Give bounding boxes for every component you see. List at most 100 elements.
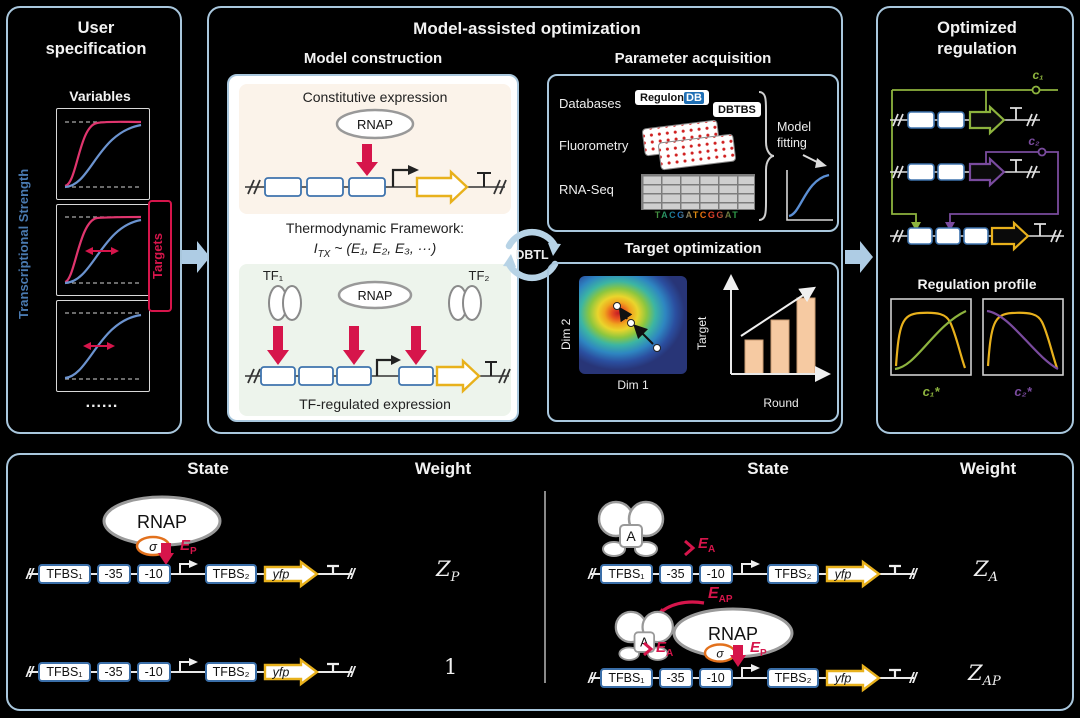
eap-energy-label: EAP [708,585,733,606]
ea-energy-label: EA [698,535,716,555]
activator-protein-icon: A [597,500,665,557]
consolidation-brace-icon [758,91,775,221]
dna-element-box [264,177,302,197]
round-bar [796,297,816,375]
promoter-arrow-icon [375,358,393,376]
constitutive-expression-box: Constitutive expression RNAP [239,84,511,214]
dna-construct-activator-polymerase-state: // TFBS₁ -35 -10 TFBS₂ yfp // [588,663,917,693]
binding-arrow-icon [356,144,378,176]
terminator-icon [327,662,340,672]
c1-node [1031,85,1041,95]
flow-arrow-left-to-middle-icon [182,241,210,273]
targets-box: Targets [148,200,172,312]
state-header-right: State [747,459,789,478]
dna-construct-activator-state: // TFBS₁ -35 -10 TFBS₂ yfp // [588,559,917,589]
weight-za: ZA [974,557,998,586]
fluorometry-label: Fluorometry [559,138,629,153]
terminator-icon [889,668,902,678]
rnap-ellipse: RNAP [335,108,415,140]
optimized-circuit-diagram: c₁ c₂ [890,68,1064,252]
dna-break-icon: // [347,565,354,583]
regulation-profile-plot-1 [890,298,972,376]
terminator-icon [327,564,340,574]
binding-arrow-icon [405,326,427,365]
svg-text:yfp: yfp [834,672,852,686]
green-response-curve [894,310,967,371]
yellow-response-curve [986,311,1059,369]
weight-header-left: Weight [414,459,472,478]
red-curve [64,120,142,188]
targets-label: Targets [150,233,165,279]
round-axis-label: Round [763,396,799,410]
dna-element-box [306,177,344,197]
thermo-framework-title: Thermodynamic Framework: [285,220,465,236]
user-spec-title: User specification [45,19,147,58]
tf1-label: TF₁ [262,268,284,283]
panel-states-weights: State Weight State Weight RNAP σ EP // T… [6,453,1074,711]
minus35-box: -35 [96,661,131,683]
terminator-icon [485,361,497,376]
promoter-arrow-icon [740,560,760,574]
target-optimization-label: Target optimization [624,240,762,257]
tfbs1-box: TFBS₁ [600,563,653,585]
output-gene-arrow-icon [990,220,1030,252]
binding-arrow-icon [730,645,746,667]
ea-energy-label: EA [656,639,674,659]
dna-element-box [348,177,386,197]
green-feedback-wire [891,89,1058,222]
weight-zp: ZP [436,557,460,586]
blue-sigmoid-curve [64,313,142,380]
target-progress-bar-chart [723,274,831,382]
sequence-letters: TACGATCGGAT [641,210,753,220]
variable-graph-3 [56,300,150,392]
svg-text:σ: σ [716,647,724,661]
purple-response-curve [986,309,1059,370]
rnap-label: RNAP [358,289,393,303]
dna-construct-free-state: // TFBS₁ -35 -10 TFBS₂ yfp // [26,657,355,687]
panel-optimized-regulation: Optimized regulation c₁ c₂ [876,6,1074,434]
panel-model-assisted-optimization: Model-assisted optimization Model constr… [207,6,843,434]
c2-label: c₂ [1028,134,1040,148]
fitting-arrow-icon [802,154,827,168]
more-variables-ellipsis: ...... [85,394,119,411]
middle-title: Model-assisted optimization [413,19,641,38]
c1-optimum-label: c₁* [922,384,940,399]
binding-energy-chevron-icon [643,641,654,657]
yfp-gene-arrow-icon: yfp [826,663,882,693]
dna-element-box [298,366,334,386]
transcriptional-strength-axis-label: Transcriptional Strength [16,168,31,320]
tfbs1-box: TFBS₁ [38,563,91,585]
regulation-profile-plot-2 [982,298,1064,376]
dna-element-box [398,366,434,386]
dbtbs-logo: DBTBS [713,102,761,117]
svg-text:RNAP: RNAP [708,624,758,644]
variable-graph-2 [56,204,150,296]
dna-break-icon [493,179,507,195]
dim1-axis-label: Dim 1 [617,378,649,392]
binding-arrow-icon [158,543,174,565]
blue-sigmoid-curve [64,123,142,189]
promoter-arrow-icon [740,664,760,678]
dna-break-icon: // [588,669,595,687]
optimum-point [613,302,621,310]
regulation-profile-label: Regulation profile [917,276,1037,292]
terminator-icon [1010,159,1022,172]
minus35-box: -35 [96,563,131,585]
panel-user-specification: User specification Variables Transcripti… [6,6,182,434]
improvement-arrow [740,286,817,337]
thermo-framework-formula: ITX ~ (E₁, E₂, E₃, ···) [313,240,437,260]
dna-break-icon [247,179,261,195]
target-axis-label: Target [695,316,709,350]
weight-header-right: Weight [959,459,1017,478]
svg-text:yfp: yfp [272,666,290,680]
circuit-row-3 [890,220,1064,252]
yfp-label: yfp [272,568,290,582]
dna-break-icon [247,368,261,384]
binding-energy-chevron-icon [684,539,696,557]
minus10-box: -10 [698,563,733,585]
dna-break-icon: // [909,669,916,687]
dna-element-box [260,366,296,386]
activator-protein-icon: A [614,610,674,661]
circuit-row-2 [890,156,1040,188]
